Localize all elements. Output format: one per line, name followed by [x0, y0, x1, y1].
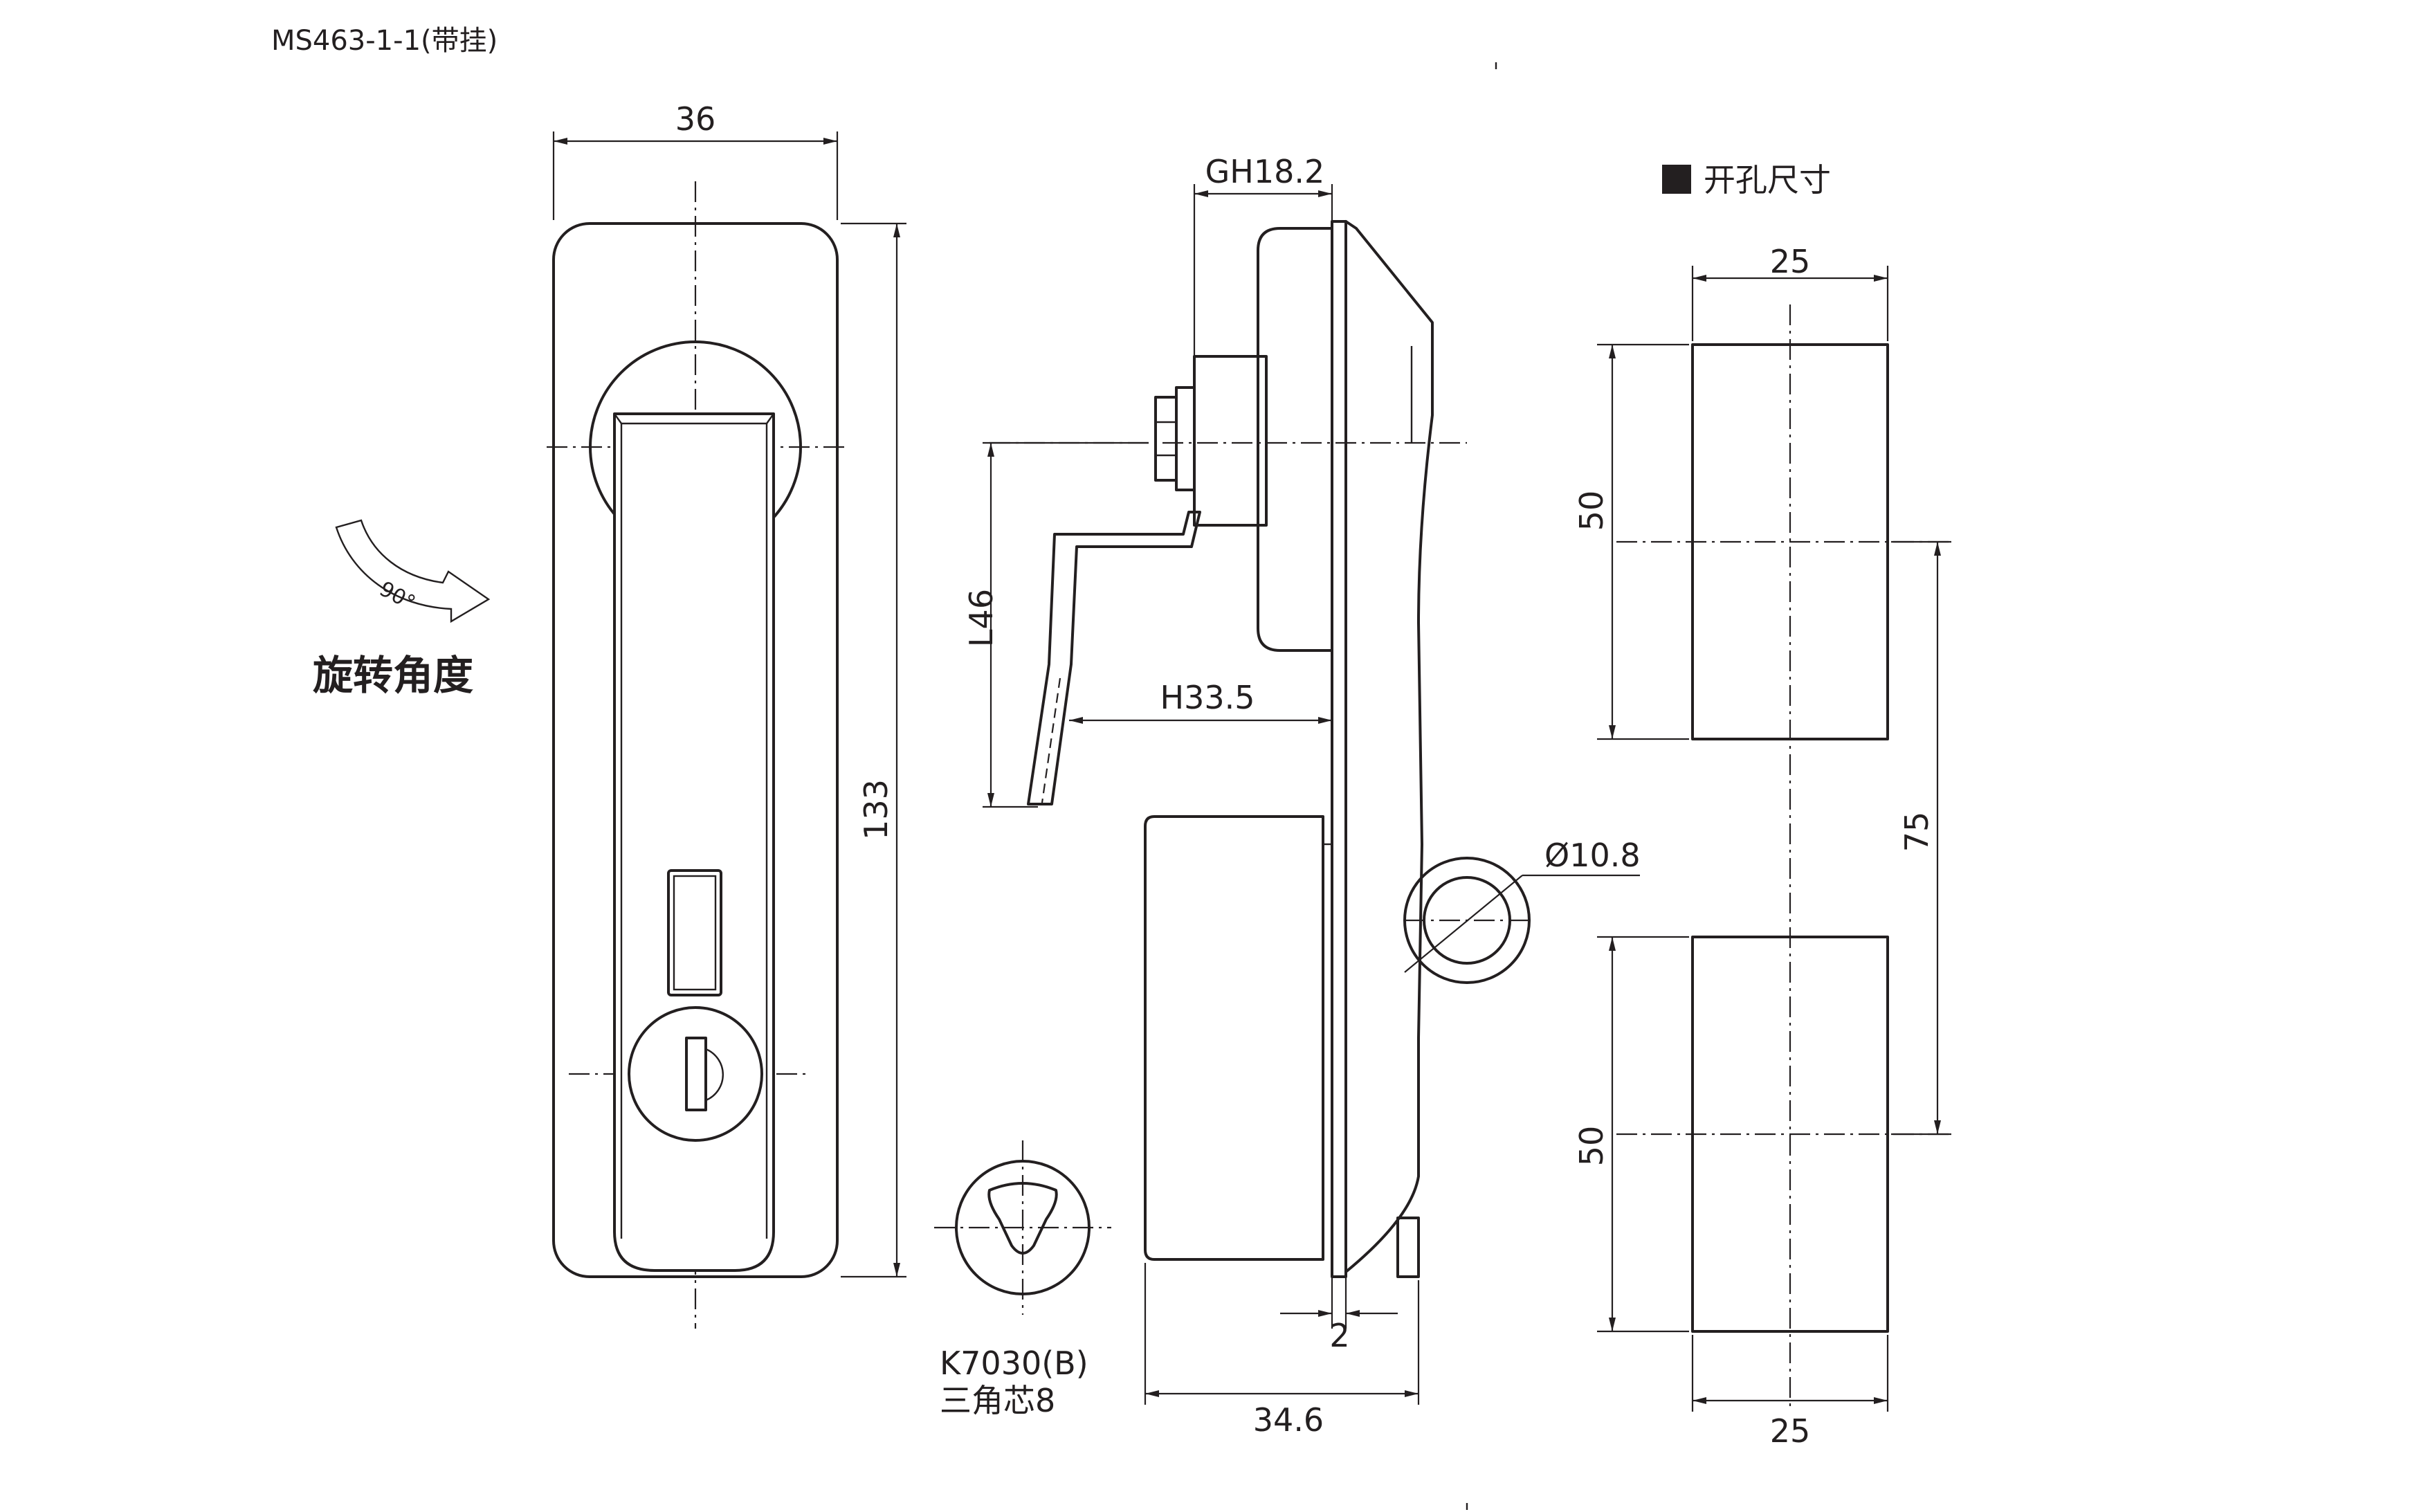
side-housing-curve	[1344, 220, 1434, 1273]
gh-dimension: GH18.2	[1193, 153, 1333, 356]
side-latch-cam	[1027, 511, 1201, 805]
front-height-dimension: 133	[841, 222, 906, 1278]
cutout-top-height-dimension: 50	[1573, 343, 1689, 740]
h-dimension: H33.5	[1069, 679, 1332, 724]
front-width-label: 36	[675, 100, 716, 138]
side-shaft	[1193, 355, 1268, 527]
cutout-bottom-width-dimension: 25	[1691, 1335, 1889, 1450]
diameter-label: Ø10.8	[1544, 837, 1641, 874]
trigger-button	[667, 869, 722, 996]
cutout-bottom-height-dimension: 50	[1573, 936, 1689, 1333]
cutout-top-height-label: 50	[1573, 491, 1610, 531]
square-bullet-icon	[1662, 165, 1691, 194]
l-dimension: L46	[963, 441, 1149, 808]
front-width-dimension: 36	[552, 100, 839, 220]
cutout-heading: 开孔尺寸	[1662, 161, 1831, 199]
diameter-dimension: Ø10.8	[1404, 837, 1641, 973]
cutout-heading-text: 开孔尺寸	[1704, 161, 1831, 199]
rotation-caption: 旋转角度	[313, 652, 473, 699]
cutout-spacing-dimension: 75	[1891, 540, 1951, 1136]
key-core-desc: 三角芯8	[940, 1382, 1055, 1419]
side-handle-block	[1257, 227, 1333, 652]
rotation-arrow-icon	[335, 519, 491, 623]
h-label: H33.5	[1160, 679, 1255, 716]
l-label: L46	[963, 589, 1000, 647]
depth-dimension: 34.6	[1144, 1263, 1420, 1439]
handle-lever	[613, 412, 775, 1272]
cutout-spacing-label: 75	[1898, 812, 1935, 853]
drawing-title: MS463-1-1(带挂)	[271, 25, 498, 57]
key-cylinder	[628, 1006, 763, 1142]
front-height-label: 133	[857, 779, 895, 840]
side-body-plate	[1331, 220, 1347, 1278]
thickness-label: 2	[1329, 1317, 1349, 1354]
gh-label: GH18.2	[1205, 153, 1325, 190]
side-view	[989, 220, 1531, 1278]
cutout-bottom-height-label: 50	[1573, 1126, 1610, 1167]
rotation-angle-label: 90°	[375, 577, 419, 616]
depth-label: 34.6	[1253, 1401, 1324, 1439]
cutout-top-width-label: 25	[1770, 243, 1811, 280]
side-key-body	[1144, 815, 1324, 1261]
key-core-model: K7030(B)	[940, 1345, 1088, 1382]
thickness-dimension: 2	[1280, 1277, 1398, 1354]
rotation-indicator: 90°	[335, 519, 491, 623]
front-view	[547, 181, 844, 1329]
cutout-bottom-width-label: 25	[1770, 1412, 1811, 1450]
triangle-key-core-icon	[934, 1140, 1111, 1315]
cutout-top-width-dimension: 25	[1691, 243, 1889, 341]
side-nut	[1154, 396, 1178, 482]
